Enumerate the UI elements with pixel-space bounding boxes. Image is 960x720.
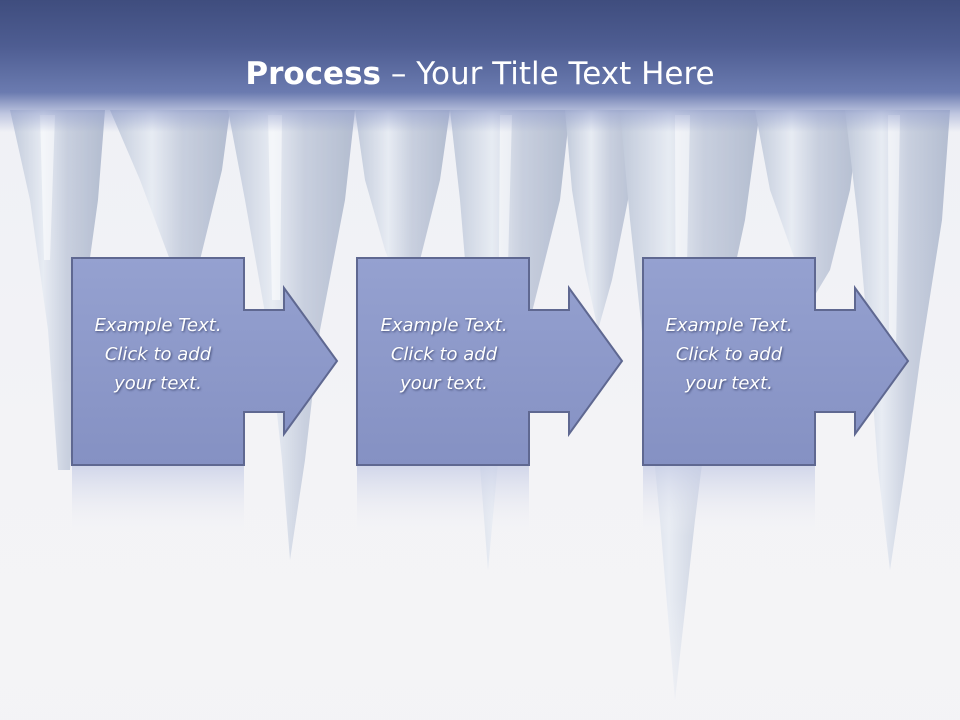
step-text-3[interactable]: Example Text. Click to add your text. <box>665 315 793 394</box>
step-text-1[interactable]: Example Text. Click to add your text. <box>94 315 222 394</box>
title-strong: Process <box>245 56 381 92</box>
slide-title[interactable]: Process – Your Title Text Here <box>0 52 960 96</box>
step-text-2[interactable]: Example Text. Click to add your text. <box>380 315 508 394</box>
step-shape-3[interactable] <box>642 257 910 536</box>
step-shape-2[interactable] <box>356 257 624 536</box>
title-band <box>0 0 960 132</box>
title-rest: – Your Title Text Here <box>381 56 715 92</box>
step-shape-1[interactable] <box>71 257 339 536</box>
